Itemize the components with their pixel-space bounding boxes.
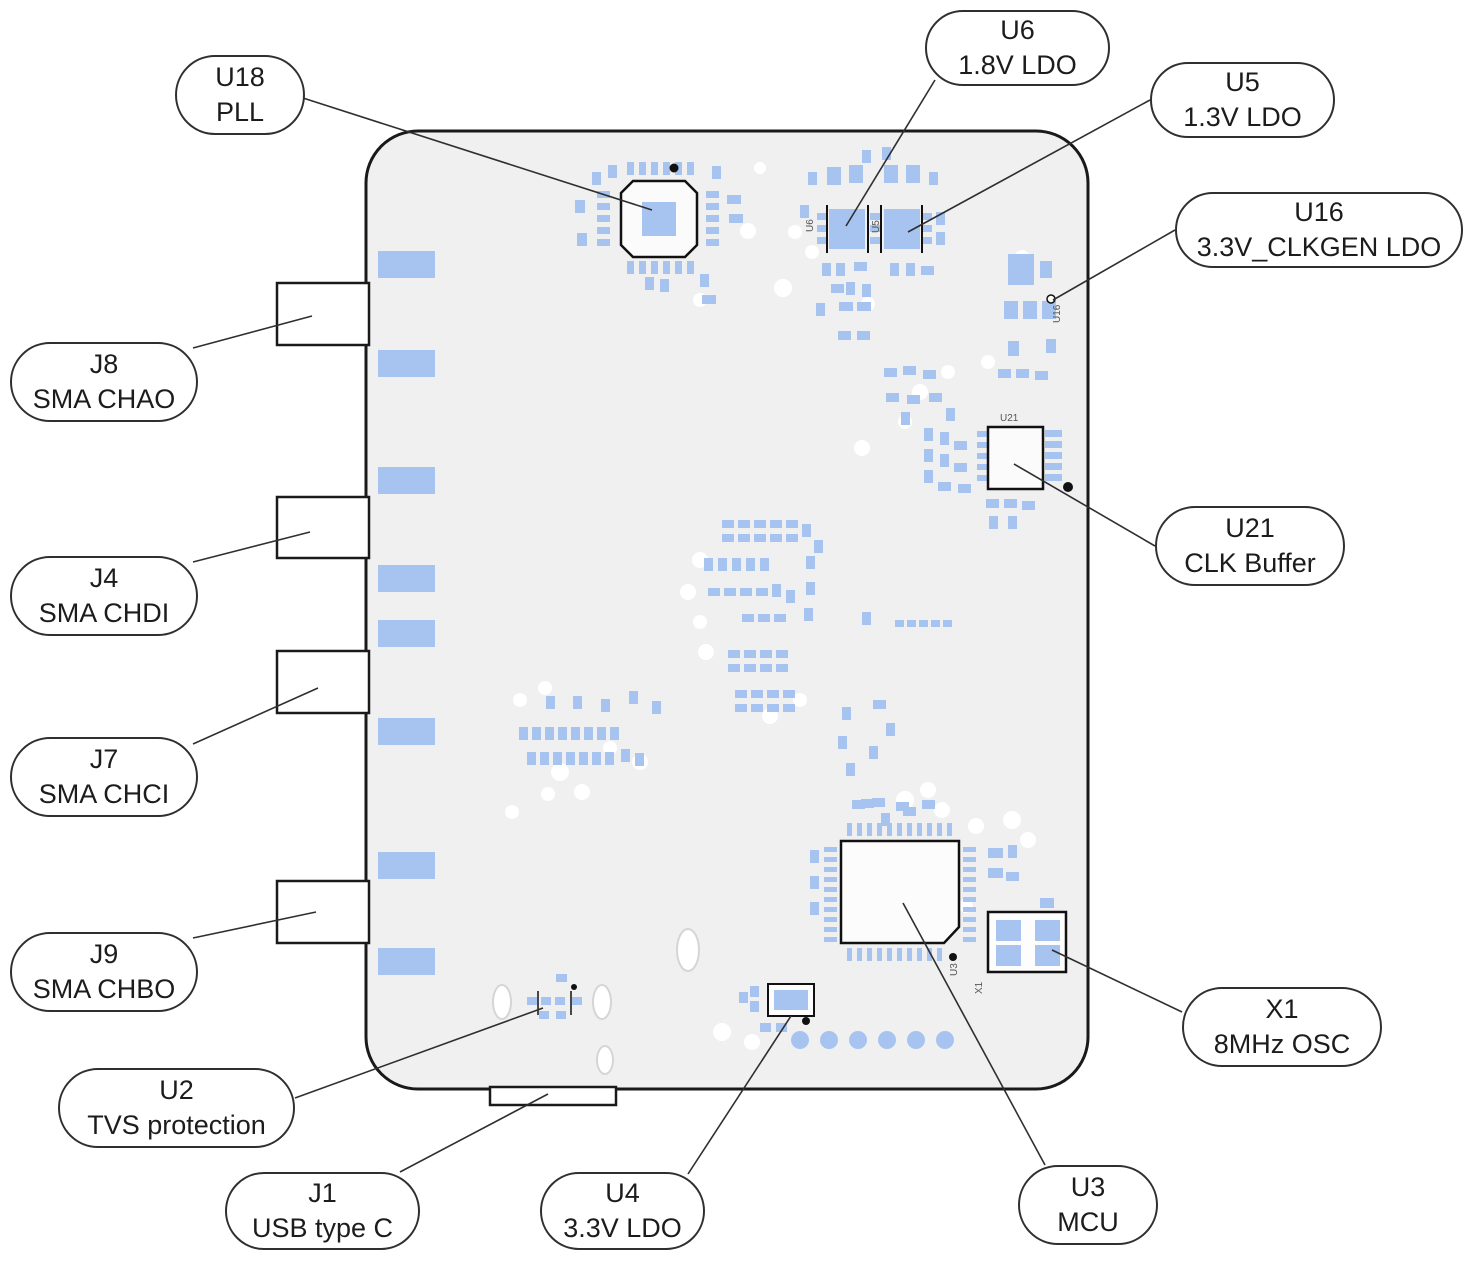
chip-u5: U5 <box>871 165 945 276</box>
silkscreen-u6: U6 <box>805 219 816 232</box>
leader-u3 <box>902 902 1046 1166</box>
leader-u21 <box>1013 463 1156 547</box>
leader-j1 <box>399 1093 549 1173</box>
leader-j8 <box>192 315 313 349</box>
callout-ref: U5 <box>1225 67 1260 97</box>
edge-pads <box>378 251 435 975</box>
callout-u4-ldo: U4 3.3V LDO <box>540 1172 705 1250</box>
sma-connector-j4 <box>275 495 371 560</box>
usb-test-pads <box>791 1031 954 1049</box>
chip-u2-tvs <box>527 974 582 1019</box>
fiducial-dot <box>802 1017 810 1025</box>
callout-desc: TVS protection <box>87 1110 266 1140</box>
callout-j7-sma-chci: J7 SMA CHCI <box>10 737 198 817</box>
callout-ref: J8 <box>89 349 119 379</box>
callout-ref: J4 <box>89 563 119 593</box>
callout-j4-sma-chdi: J4 SMA CHDI <box>10 556 198 636</box>
leader-u6 <box>845 79 936 227</box>
callout-u6-ldo: U6 1.8V LDO <box>925 10 1110 86</box>
chip-x1-osc: X1 <box>974 898 1068 994</box>
callout-j1-usb: J1 USB type C <box>225 1172 420 1250</box>
callout-ref: U18 <box>215 62 265 92</box>
silkscreen-x1: X1 <box>974 981 985 994</box>
passives-midright <box>816 303 955 425</box>
leader-j9 <box>192 911 317 939</box>
chip-u16: U16 <box>998 254 1063 380</box>
silkscreen-u16: U16 <box>1052 304 1063 323</box>
callout-desc: SMA CHDI <box>38 598 170 628</box>
sma-connector-j8 <box>275 281 371 347</box>
callout-j9-sma-chbo: J9 SMA CHBO <box>10 932 198 1012</box>
pcb-board <box>364 129 1090 1091</box>
callout-desc: MCU <box>1057 1207 1119 1237</box>
callout-j8-sma-chao: J8 SMA CHAO <box>10 342 198 422</box>
callout-desc: CLK Buffer <box>1184 548 1316 578</box>
callout-ref: U6 <box>1000 15 1035 45</box>
leader-u18 <box>302 97 653 211</box>
callout-u18-pll: U18 PLL <box>175 55 305 135</box>
callout-desc: PLL <box>215 97 265 127</box>
callout-ref: X1 <box>1265 994 1299 1024</box>
callout-desc: SMA CHBO <box>32 974 176 1004</box>
leader-u5 <box>907 99 1151 233</box>
callout-desc: USB type C <box>251 1213 394 1243</box>
callout-u3-mcu: U3 MCU <box>1018 1165 1158 1245</box>
callout-desc: 1.3V LDO <box>1183 102 1302 132</box>
callout-u2-tvs: U2 TVS protection <box>58 1068 295 1148</box>
callout-u21-clk-buffer: U21 CLK Buffer <box>1155 506 1345 586</box>
chip-u4 <box>739 983 815 1032</box>
leader-j4 <box>192 531 311 563</box>
leader-u4 <box>687 1015 792 1175</box>
chip-mcu-u3: U3 <box>810 798 1019 976</box>
callout-u16-clkgen-ldo: U16 3.3V_CLKGEN LDO <box>1175 192 1463 268</box>
fiducial-dot <box>1063 482 1073 492</box>
leader-u16 <box>1052 229 1176 301</box>
callout-desc: SMA CHAO <box>32 384 176 414</box>
passives-center <box>704 520 952 826</box>
sma-connectors <box>275 281 371 945</box>
sma-connector-j7 <box>275 649 371 715</box>
callout-ref: J7 <box>89 744 119 774</box>
callout-ref: U21 <box>1225 513 1275 543</box>
callout-ref: U16 <box>1294 197 1344 227</box>
usb-connector-j1 <box>488 1085 618 1107</box>
leader-x1 <box>1051 949 1183 1013</box>
callout-desc: 3.3V LDO <box>563 1213 682 1243</box>
slot-holes <box>492 928 700 1075</box>
callout-ref: U2 <box>159 1075 194 1105</box>
callout-desc: 8MHz OSC <box>1213 1029 1351 1059</box>
silkscreen-u3: U3 <box>949 963 960 976</box>
sma-connector-j9 <box>275 879 371 945</box>
leader-lines <box>192 79 1183 1175</box>
callout-u5-ldo: U5 1.3V LDO <box>1150 62 1335 138</box>
silkscreen-u21: U21 <box>1000 413 1019 424</box>
callout-ref: J9 <box>89 939 119 969</box>
silkscreen-u5: U5 <box>871 220 882 233</box>
callout-ref: J1 <box>308 1178 337 1208</box>
callout-desc: 3.3V_CLKGEN LDO <box>1196 232 1442 262</box>
callout-x1-osc: X1 8MHz OSC <box>1182 987 1382 1067</box>
fiducial-dot <box>669 163 679 173</box>
callout-desc: SMA CHCI <box>38 779 170 809</box>
callout-desc: 1.8V LDO <box>958 50 1077 80</box>
fiducial-dot <box>571 984 577 990</box>
callout-ref: U4 <box>605 1178 640 1208</box>
leader-u2 <box>294 1007 544 1099</box>
leader-j7 <box>192 687 319 745</box>
chip-u21: U21 <box>924 413 1073 529</box>
callout-ref: U3 <box>1070 1172 1106 1202</box>
passives-lowerleft <box>519 691 661 766</box>
fiducial-dot <box>949 953 957 961</box>
